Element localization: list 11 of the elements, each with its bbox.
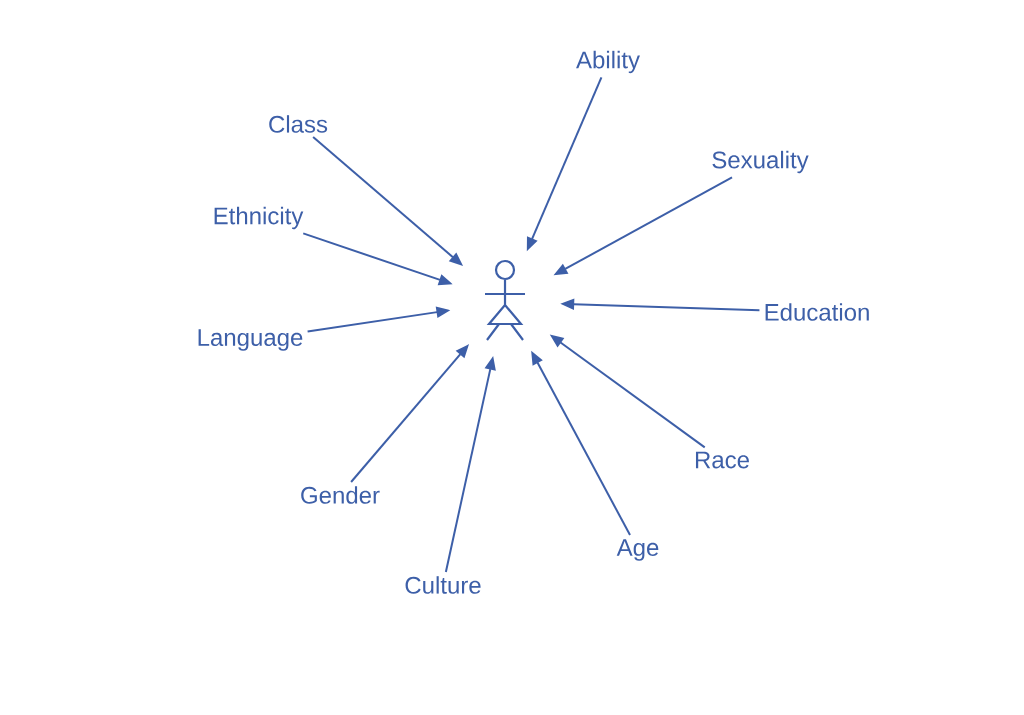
- word-label: Culture: [405, 576, 481, 594]
- word-label: Class: [269, 115, 328, 133]
- word-label: Age: [616, 539, 659, 561]
- word-label: Race: [695, 451, 749, 469]
- word-label: Gender: [301, 486, 380, 504]
- word-label: Education: [765, 303, 869, 321]
- word-label: Ability: [576, 50, 640, 74]
- word-label: Ethnicity: [214, 206, 304, 230]
- stick-figure: [483, 259, 527, 342]
- word-label: Sexuality: [712, 150, 809, 174]
- word-label: Language: [198, 329, 303, 351]
